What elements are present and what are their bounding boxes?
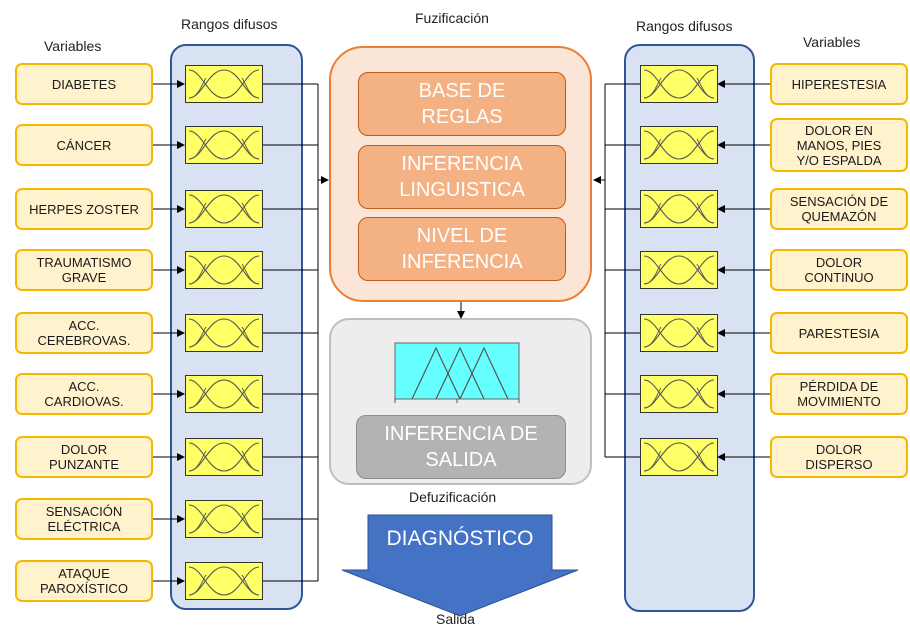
variable-dolor-punzante: DOLOR PUNZANTE [15,436,153,478]
membership-function-left-6 [185,375,263,413]
output-membership-graph [394,342,520,403]
membership-function-right-6 [640,375,718,413]
membership-function-left-4 [185,251,263,289]
membership-function-left-3 [185,190,263,228]
ranges-right-header: Rangos difusos [636,18,733,34]
ranges-left-header: Rangos difusos [181,16,278,32]
variable-ataque-paroxistico: ATAQUE PAROXÍSTICO [15,560,153,602]
fuzzification-header: Fuzificación [415,10,489,26]
membership-function-left-7 [185,438,263,476]
variable-herpes-zoster: HERPES ZOSTER [15,188,153,230]
linguistic-inference-block: INFERENCIA LINGUISTICA [358,145,566,209]
variables-right-header: Variables [803,34,861,50]
variable-parestesia: PARESTESIA [770,312,908,354]
variable-sensacion-quemazon: SENSACIÓN DE QUEMAZÓN [770,188,908,230]
variable-cancer: CÁNCER [15,124,153,166]
variable-perdida-movimiento: PÉRDIDA DE MOVIMIENTO [770,373,908,415]
membership-function-right-5 [640,314,718,352]
membership-function-right-4 [640,251,718,289]
membership-function-right-7 [640,438,718,476]
membership-function-left-1 [185,65,263,103]
variable-sensacion-electrica: SENSACIÓN ELÉCTRICA [15,498,153,540]
rule-base-block: BASE DE REGLAS [358,72,566,136]
membership-function-left-5 [185,314,263,352]
variable-dolor-continuo: DOLOR CONTINUO [770,249,908,291]
membership-function-right-3 [640,190,718,228]
inference-level-block: NIVEL DE INFERENCIA [358,217,566,281]
variable-dolor-manos-pies-espalda: DOLOR EN MANOS, PIES Y/O ESPALDA [770,118,908,172]
variable-acc-cardiovas: ACC. CARDIOVAS. [15,373,153,415]
diagnosis-label: DIAGNÓSTICO [386,527,534,550]
output-inference-block: INFERENCIA DE SALIDA [356,415,566,479]
output-label: Salida [436,611,475,627]
variable-diabetes: DIABETES [15,63,153,105]
membership-function-right-1 [640,65,718,103]
defuzzification-label: Defuzificación [409,489,497,505]
membership-function-right-2 [640,126,718,164]
diagnosis-arrow [341,514,579,617]
variable-hiperestesia: HIPERESTESIA [770,63,908,105]
membership-function-left-8 [185,500,263,538]
variables-left-header: Variables [44,38,102,54]
membership-function-left-9 [185,562,263,600]
variable-dolor-disperso: DOLOR DISPERSO [770,436,908,478]
variable-acc-cerebrovas: ACC. CEREBROVAS. [15,312,153,354]
membership-function-left-2 [185,126,263,164]
variable-traumatismo-grave: TRAUMATISMO GRAVE [15,249,153,291]
